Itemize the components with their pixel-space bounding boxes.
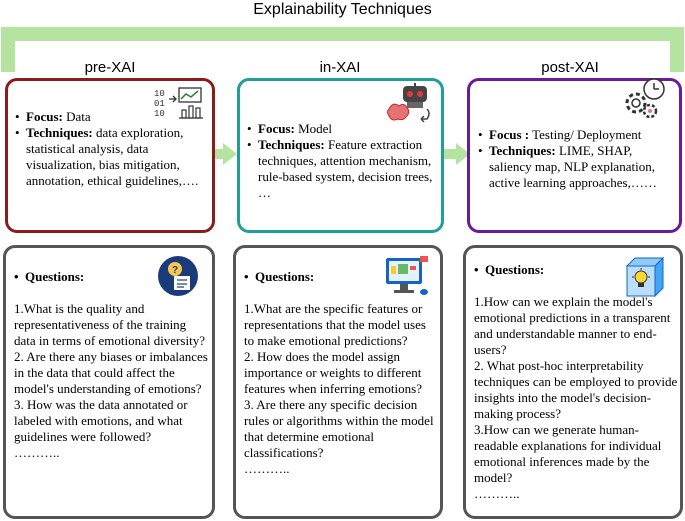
post-techniques: Techniques: LIME, SHAP, saliency map, NL…: [478, 143, 678, 191]
diagram-title: Explainability Techniques: [253, 1, 432, 18]
svg-text:01: 01: [154, 99, 165, 109]
in-questions-box: Questions: 1.What are the specific featu…: [233, 245, 443, 519]
post-questions-box: Questions: 1.How can we explain the mode…: [463, 245, 683, 519]
post-xai-box: Focus : Testing/ Deployment Techniques: …: [467, 78, 682, 233]
arrow-pre-to-in: [207, 143, 237, 165]
pre-question-ellipsis: ………..: [14, 445, 60, 460]
post-questions-heading: Questions:: [474, 262, 679, 278]
in-focus: Focus: Model: [247, 121, 439, 137]
in-question-3: 3. Are there any specific decision rules…: [244, 397, 434, 460]
bracket-bar-right-leg: [670, 27, 684, 72]
bracket-bar-left-leg: [1, 27, 15, 72]
post-question-2: 2. What post-hoc interpretability techni…: [474, 358, 678, 421]
phase-label-pre: pre-XAI: [84, 59, 136, 76]
pre-focus: Focus: Data: [15, 109, 213, 125]
in-xai-box: Focus: Model Techniques: Feature extract…: [237, 78, 444, 233]
pre-xai-box: 10 01 10 Focus: Data Techniques: data ex…: [5, 78, 215, 233]
arrow-in-to-post: [440, 143, 470, 165]
in-questions-heading: Questions:: [244, 269, 439, 285]
pre-question-1: 1.What is the quality and representative…: [14, 301, 205, 348]
in-question-1: 1.What are the specific features or repr…: [244, 301, 426, 348]
phase-label-in: in-XAI: [319, 59, 361, 76]
in-techniques: Techniques: Feature extraction technique…: [247, 137, 439, 201]
pre-questions-box: ? Questions: 1.What is the quality and r…: [3, 245, 215, 519]
pre-techniques: Techniques: data exploration, statistica…: [15, 125, 213, 189]
post-question-3: 3.How can we generate human-readable exp…: [474, 422, 662, 485]
post-question-ellipsis: ………..: [474, 486, 520, 501]
in-question-ellipsis: ………..: [244, 461, 290, 476]
post-focus: Focus : Testing/ Deployment: [478, 127, 678, 143]
pre-question-3: 3. How was the data annotated or labeled…: [14, 397, 188, 444]
gears-clock-icon: [620, 77, 668, 121]
robot-brain-icon: [385, 83, 435, 123]
phase-label-post: post-XAI: [541, 59, 599, 76]
bracket-bar-horizontal: [1, 27, 684, 41]
post-question-1: 1.How can we explain the model's emotion…: [474, 294, 671, 357]
pre-question-2: 2. Are there any biases or imbalances in…: [14, 349, 208, 396]
in-question-2: 2. How does the model assign importance …: [244, 349, 422, 396]
pre-questions-heading: Questions:: [14, 269, 210, 285]
svg-text:10: 10: [154, 89, 165, 99]
